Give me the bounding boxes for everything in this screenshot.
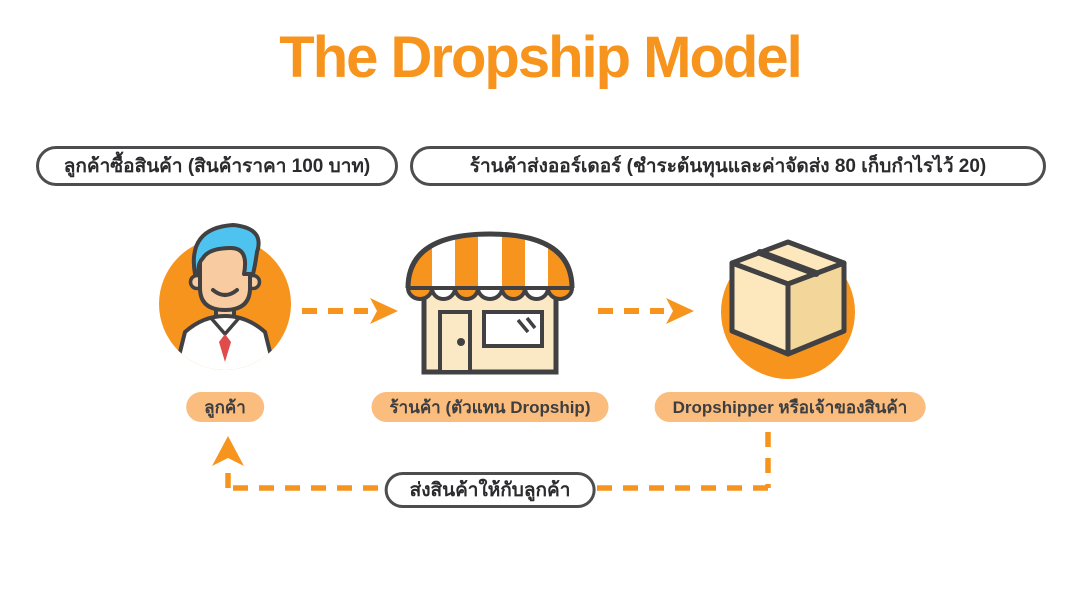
node-label-dropshipper: Dropshipper หรือเจ้าของสินค้า <box>654 392 926 422</box>
up-arrow-icon <box>212 436 244 466</box>
callout-store-order: ร้านค้าส่งออร์เดอร์ (ชำระต้นทุนและค่าจัด… <box>410 146 1046 186</box>
return-flow-label: ส่งสินค้าให้กับลูกค้า <box>384 472 596 508</box>
storefront-icon <box>400 218 580 383</box>
node-label-store: ร้านค้า (ตัวแทน Dropship) <box>371 392 609 422</box>
dashed-arrow-right-icon <box>598 298 694 324</box>
package-box-icon <box>703 212 873 389</box>
dashed-arrow-right-icon <box>302 298 398 324</box>
customer-icon <box>145 208 305 381</box>
node-label-customer: ลูกค้า <box>186 392 264 422</box>
callout-customer-buys: ลูกค้าซื้อสินค้า (สินค้าราคา 100 บาท) <box>36 146 398 186</box>
page-title: The Dropship Model <box>279 25 802 90</box>
